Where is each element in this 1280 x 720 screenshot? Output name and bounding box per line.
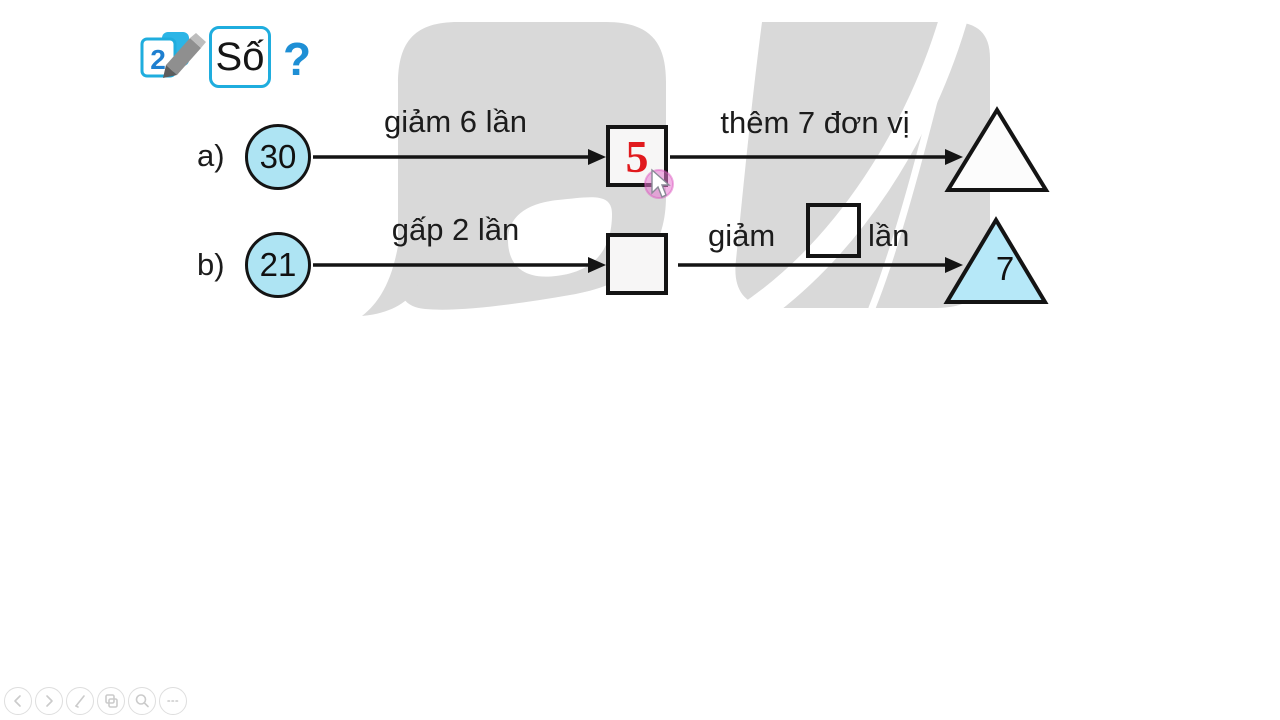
row-a-label: a) [197, 138, 225, 173]
triangle-a [944, 106, 1050, 192]
row-a-start-value: 30 [259, 138, 297, 175]
pencil-icon [163, 33, 206, 78]
arrow-a2 [670, 149, 963, 165]
badge-number: 2 [150, 44, 166, 75]
more-button[interactable] [159, 687, 187, 715]
row-a-start-circle: 30 [245, 124, 311, 190]
row-b-start-circle: 21 [245, 232, 311, 298]
previous-button[interactable] [4, 687, 32, 715]
play-icon [46, 695, 53, 707]
pencil-button[interactable] [66, 687, 94, 715]
more-icon [167, 700, 179, 702]
row-a-arrow1-label: giảm 6 lần [383, 104, 528, 139]
row-a-arrow2-label: thêm 7 đơn vị [720, 105, 910, 140]
row-b-label: b) [197, 247, 225, 282]
slides-icon [105, 694, 118, 708]
row-b-small-answer-box[interactable] [806, 203, 861, 258]
mouse-cursor [644, 168, 674, 199]
row-b-arrow2-label-prefix: giảm [708, 218, 776, 253]
row-b-arrow2-label-suffix: lần [868, 218, 910, 253]
row-b-end-value[interactable]: 7 [995, 250, 1015, 287]
title-text: Số [215, 34, 265, 79]
title-box: Số [209, 26, 271, 88]
question-mark: ? [283, 33, 312, 85]
player-toolbar [4, 687, 187, 715]
zoom-button[interactable] [128, 687, 156, 715]
row-b-start-value: 21 [259, 246, 297, 283]
arrow-b1 [313, 257, 606, 273]
play-button[interactable] [35, 687, 63, 715]
row-b-arrow1-label: gấp 2 lần [391, 212, 520, 247]
arrow-a1 [313, 149, 606, 165]
exercise-badge: 2 [140, 32, 206, 78]
arrow-b2 [678, 257, 963, 273]
pencil-icon [75, 695, 85, 708]
row-b-answer-box[interactable] [606, 233, 668, 295]
zoom-icon [135, 694, 149, 708]
previous-icon [14, 695, 21, 707]
slides-button[interactable] [97, 687, 125, 715]
